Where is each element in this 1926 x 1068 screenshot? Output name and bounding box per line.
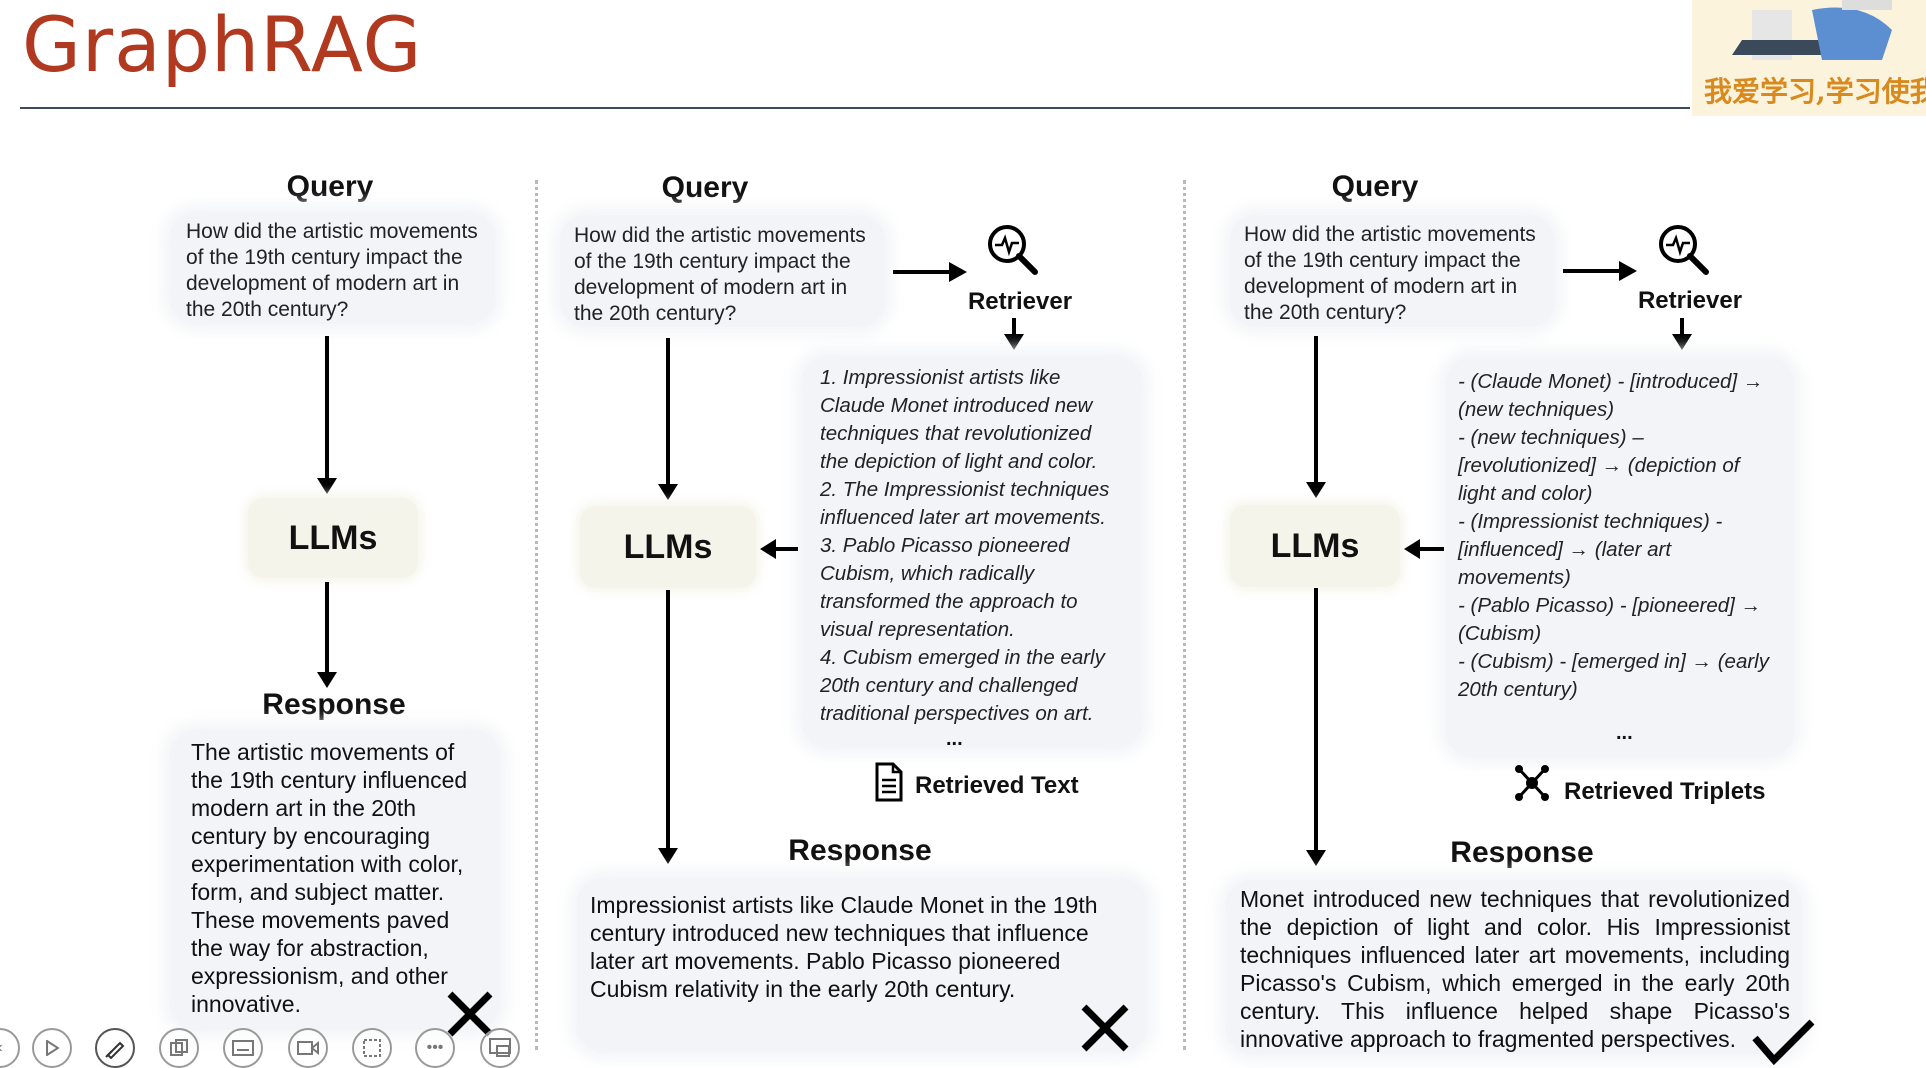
llm-box: LLMs: [580, 506, 756, 588]
play-icon[interactable]: [32, 1028, 72, 1068]
arrow-llm-to-response: [1314, 588, 1318, 854]
response-text: Impressionist artists like Claude Monet …: [590, 892, 1098, 1002]
arrow-head-icon: [658, 484, 678, 500]
page-title: GraphRAG: [22, 0, 423, 89]
arrow-retriever-down: [1004, 318, 1024, 350]
retrieved-triplets: - (Claude Monet) - [introduced] →(new te…: [1458, 370, 1769, 701]
retriever-label: Retriever: [1637, 287, 1743, 314]
arrow-query-to-llm: [666, 338, 670, 488]
arrow-llm-to-response: [325, 582, 329, 676]
arrow-triplets-to-llm: [1404, 539, 1444, 559]
cross-icon: [447, 991, 493, 1037]
pen-icon[interactable]: [95, 1028, 135, 1068]
more-icon[interactable]: •••: [415, 1028, 455, 1068]
arrow-query-to-llm: [1314, 336, 1318, 486]
arrow-head-icon: [317, 478, 337, 494]
query-header: Query: [286, 170, 374, 203]
query-box: [170, 212, 495, 324]
arrow-query-to-retriever: [1563, 261, 1637, 281]
response-header: Response: [788, 834, 932, 867]
document-icon: [875, 762, 903, 802]
checkmark-icon: [1752, 1019, 1815, 1066]
graph-nodes-icon: [1515, 765, 1549, 801]
arrow-head-icon: [1306, 850, 1326, 866]
response-box: [170, 730, 500, 1030]
panel-divider: [1183, 180, 1186, 1050]
watermark-text: 我爱学习,学习使我快: [1704, 75, 1926, 108]
retrieved-triplets-box: [1446, 357, 1794, 757]
llm-box: LLMs: [248, 498, 418, 578]
presentation-toolbar: ‹ •••: [0, 1022, 540, 1068]
arrow-query-to-retriever: [893, 262, 967, 282]
back-icon[interactable]: ‹: [0, 1028, 20, 1068]
response-header: Response: [262, 688, 406, 721]
edit-icon[interactable]: [352, 1028, 392, 1068]
camera-icon[interactable]: [288, 1028, 328, 1068]
response-text: Monet introduced new techniques that rev…: [1240, 886, 1790, 1052]
retriever-label: Retriever: [967, 288, 1073, 315]
arrow-head-icon: [1306, 482, 1326, 498]
retrieved-text-box: [802, 356, 1142, 748]
cartoon-figure-icon: [1732, 0, 1892, 60]
response-box: [1226, 880, 1802, 1054]
copy-icon[interactable]: [159, 1028, 199, 1068]
retrieved-triplets-label: Retrieved Triplets: [1564, 778, 1766, 805]
query-box: [560, 215, 885, 327]
arrow-retrieved-to-llm: [760, 539, 798, 559]
screen-icon[interactable]: [480, 1028, 520, 1068]
panel-divider: [535, 180, 538, 1050]
arrow-head-icon: [317, 672, 337, 688]
ellipsis: ...: [1616, 722, 1633, 744]
arrow-head-icon: [658, 848, 678, 864]
arrow-retriever-down: [1672, 318, 1692, 350]
watermark-logo: 我爱学习,学习使我快: [1692, 0, 1926, 116]
query-header: Query: [1331, 170, 1419, 203]
ellipsis: ...: [946, 728, 963, 750]
query-box: [1230, 215, 1555, 327]
llm-box: LLMs: [1230, 505, 1400, 587]
cross-icon: [1081, 1004, 1129, 1052]
response-header: Response: [1450, 836, 1594, 869]
retrieved-text-label: Retrieved Text: [915, 772, 1079, 799]
response-box: [577, 878, 1147, 1052]
title-underline: [20, 107, 1690, 109]
query-header: Query: [661, 171, 749, 204]
retriever-search-icon: [988, 225, 1038, 275]
subtitle-icon[interactable]: [223, 1028, 263, 1068]
retriever-search-icon: [1659, 225, 1709, 275]
arrow-query-to-llm: [325, 336, 329, 484]
arrow-llm-to-response: [666, 590, 670, 852]
